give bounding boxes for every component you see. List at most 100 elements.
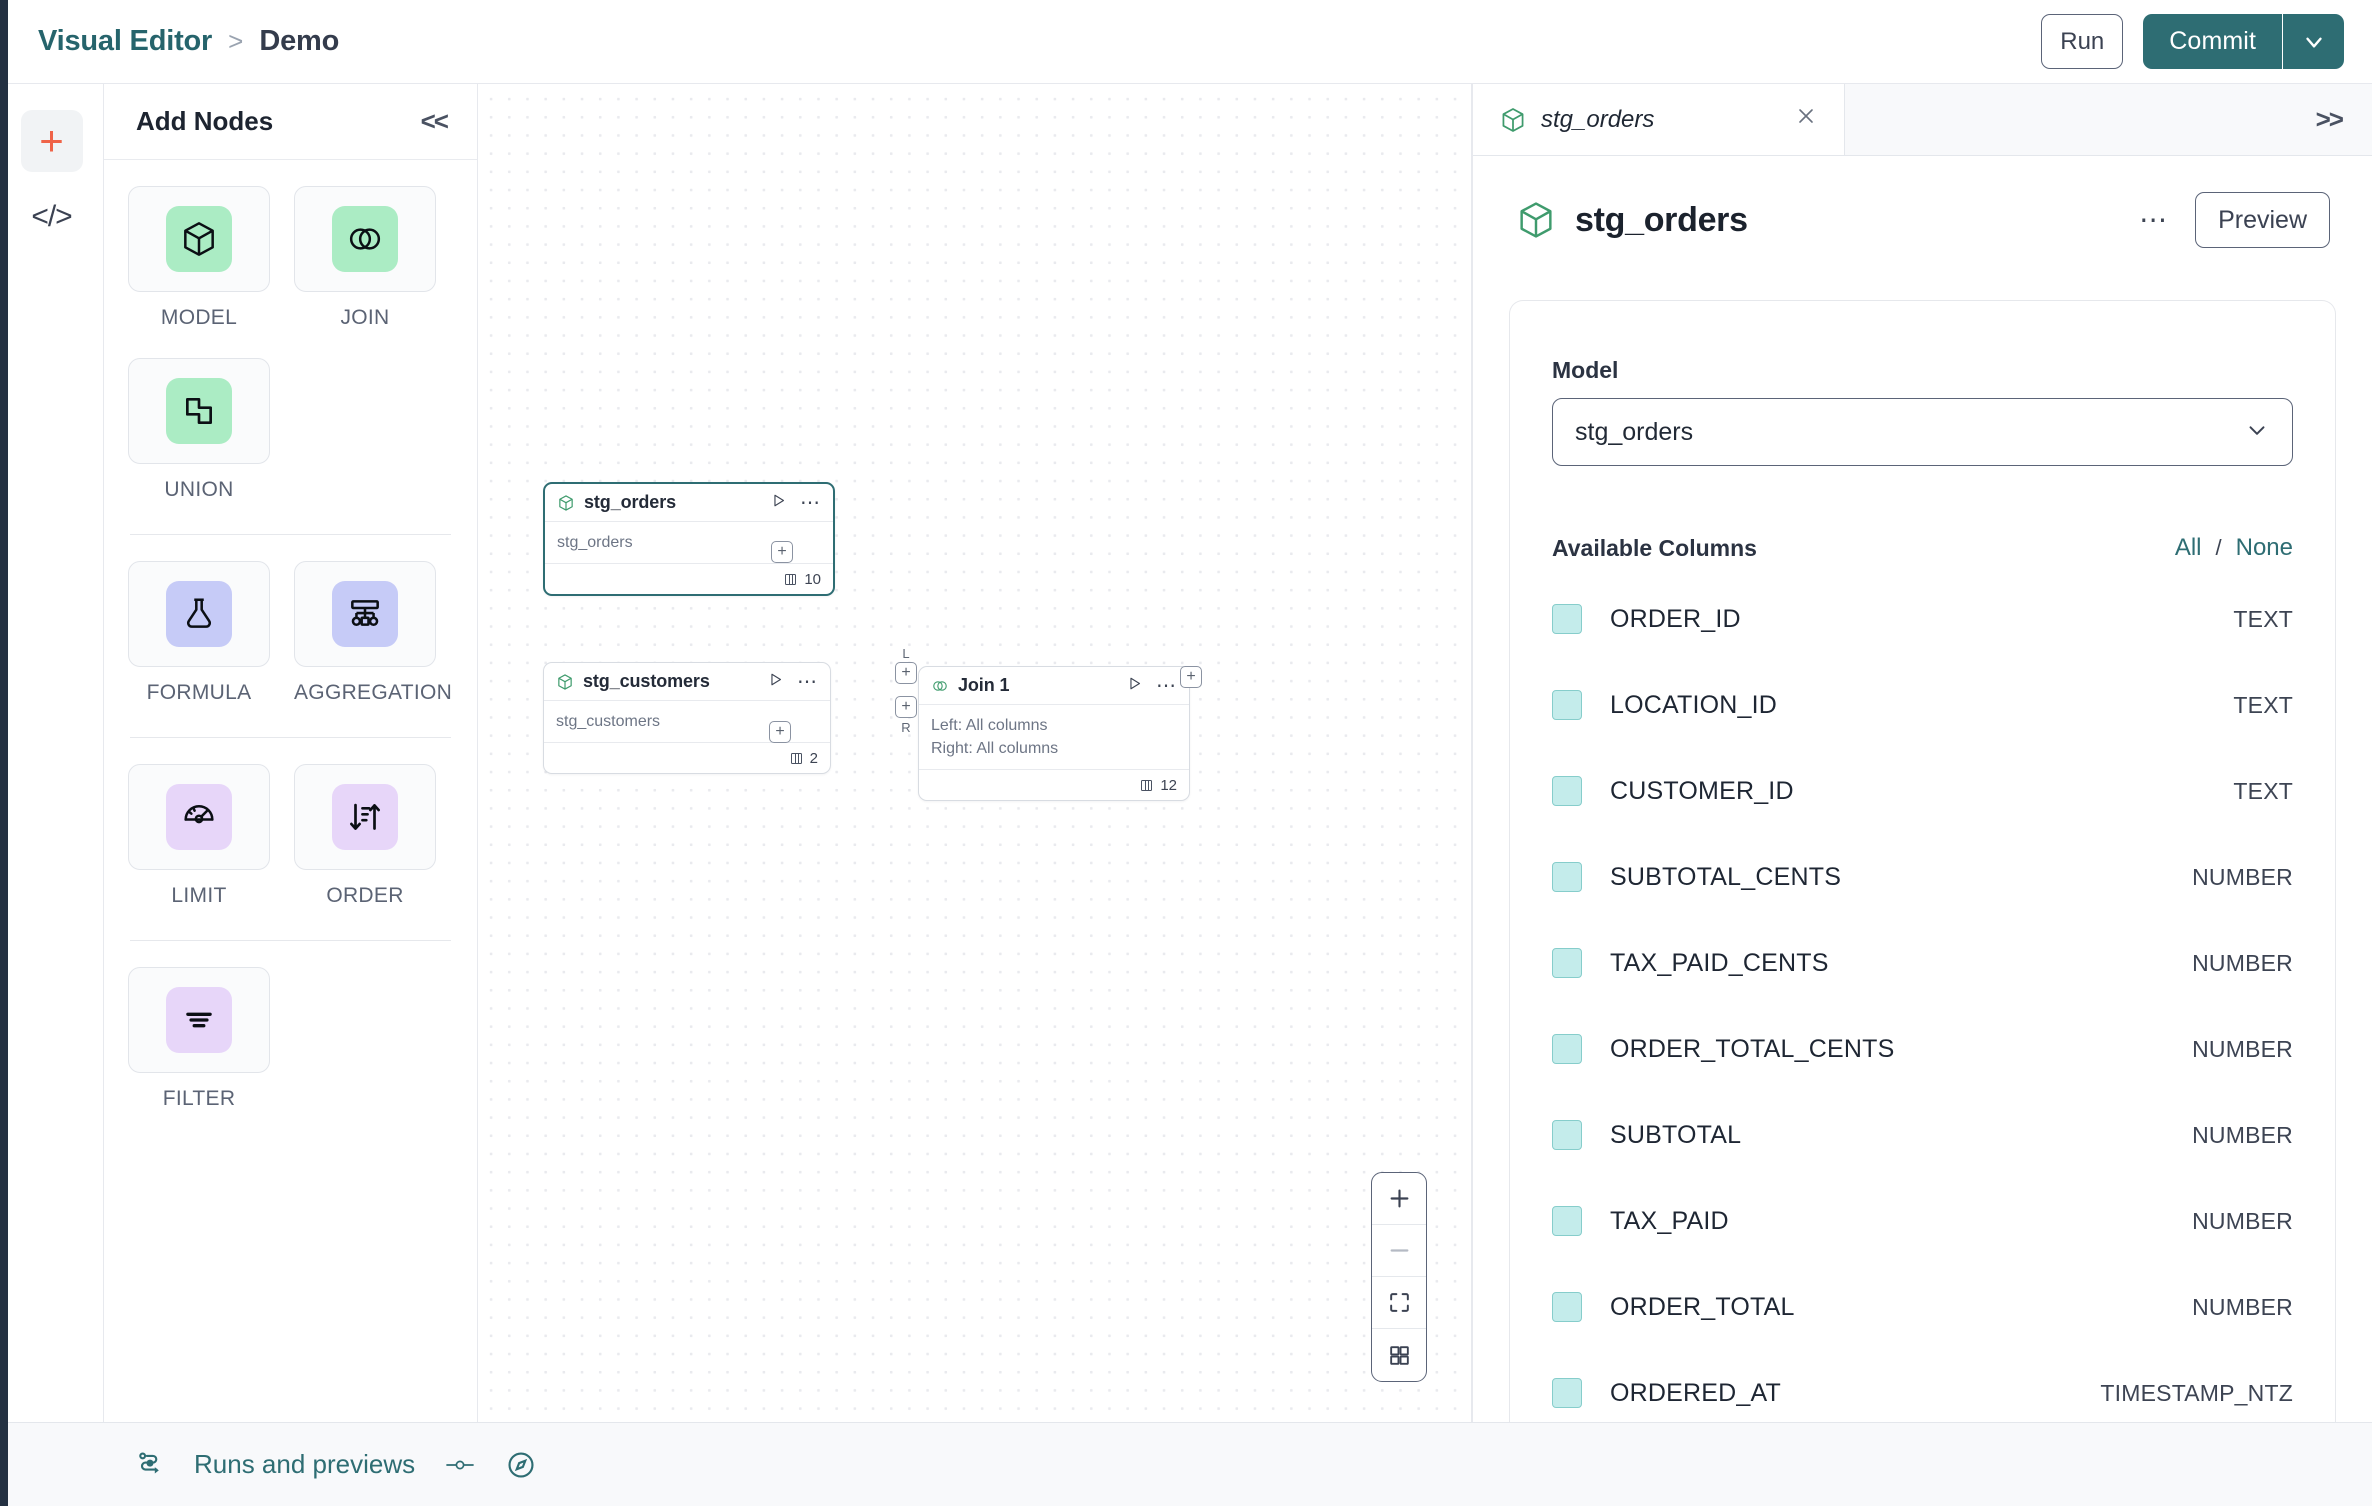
run-node-icon[interactable] — [1126, 675, 1143, 697]
left-icon-rail: + </> — [0, 84, 104, 1422]
close-icon[interactable] — [1794, 104, 1818, 135]
main-body: + </> Add Nodes << — [0, 84, 2372, 1422]
column-checkbox[interactable] — [1552, 604, 1582, 634]
column-checkbox[interactable] — [1552, 1120, 1582, 1150]
panel-menu-icon[interactable]: ⋯ — [2139, 204, 2170, 235]
fit-view-icon[interactable] — [1372, 1277, 1426, 1329]
code-view-rail-button[interactable]: </> — [21, 186, 83, 248]
column-checkbox[interactable] — [1552, 862, 1582, 892]
column-checkbox[interactable] — [1552, 1378, 1582, 1408]
palette-tile-limit[interactable] — [128, 764, 270, 870]
select-none-link[interactable]: None — [2235, 534, 2293, 561]
palette-tile-aggregation[interactable] — [294, 561, 436, 667]
node-menu-icon[interactable]: ⋯ — [797, 670, 818, 693]
canvas-node-stg-orders[interactable]: stg_orders ⋯ stg_orders 10 — [543, 482, 835, 597]
palette-tile-union[interactable] — [128, 358, 270, 464]
column-name: ORDER_TOTAL_CENTS — [1610, 1034, 1895, 1063]
panel-header: stg_orders ⋯ Preview — [1473, 156, 2372, 248]
sort-icon — [332, 784, 398, 850]
node-subtitle: stg_orders — [557, 534, 633, 551]
palette-tile-join[interactable] — [294, 186, 436, 292]
run-node-icon[interactable] — [767, 671, 784, 693]
column-checkbox[interactable] — [1552, 776, 1582, 806]
node-menu-icon[interactable]: ⋯ — [800, 491, 821, 514]
zoom-in-icon[interactable] — [1372, 1173, 1426, 1225]
join-output-handle[interactable]: + — [1180, 666, 1202, 688]
palette-item-formula[interactable]: FORMULA — [128, 561, 270, 705]
column-name: ORDERED_AT — [1610, 1378, 1782, 1407]
palette-label-join: JOIN — [340, 306, 390, 329]
run-node-icon[interactable] — [770, 492, 787, 514]
node-output-handle-stg-customers[interactable]: + — [769, 721, 791, 743]
flask-icon — [166, 581, 232, 647]
palette-tile-model[interactable] — [128, 186, 270, 292]
node-header-actions: ⋯ — [770, 492, 821, 514]
commit-dropdown-button[interactable] — [2282, 14, 2344, 69]
compass-icon[interactable] — [505, 1449, 537, 1481]
column-checkbox[interactable] — [1552, 948, 1582, 978]
palette-tile-filter[interactable] — [128, 967, 270, 1073]
zoom-out-icon[interactable] — [1372, 1225, 1426, 1277]
column-checkbox[interactable] — [1552, 1034, 1582, 1064]
expand-panel-icon[interactable]: >> — [2315, 104, 2344, 134]
tab-stg-orders[interactable]: stg_orders — [1473, 84, 1845, 155]
node-menu-icon[interactable]: ⋯ — [1156, 674, 1177, 697]
runs-and-previews-label[interactable]: Runs and previews — [194, 1449, 416, 1479]
column-checkbox[interactable] — [1552, 1292, 1582, 1322]
column-checkbox[interactable] — [1552, 1206, 1582, 1236]
preview-button[interactable]: Preview — [2195, 192, 2330, 248]
selection-separator: / — [2215, 535, 2222, 560]
palette-label-filter: FILTER — [162, 1087, 236, 1110]
node-header-actions: ⋯ — [1126, 675, 1177, 697]
column-checkbox[interactable] — [1552, 690, 1582, 720]
node-config-card: Model stg_orders Available Columns All /… — [1509, 300, 2336, 1422]
palette-item-join[interactable]: JOIN — [294, 186, 436, 330]
toggle-icon[interactable] — [443, 1451, 477, 1479]
node-output-handle-stg-orders[interactable]: + — [771, 541, 793, 563]
join-right-input-label: R — [901, 720, 911, 735]
palette-label-union: UNION — [164, 478, 234, 501]
join-right-input-handle[interactable]: + — [895, 696, 917, 718]
canvas-edges — [478, 84, 778, 234]
palette-item-filter[interactable]: FILTER — [128, 967, 270, 1111]
breadcrumb-current: Demo — [259, 25, 340, 57]
columns-icon — [785, 573, 797, 585]
mini-map-icon[interactable] — [1372, 1329, 1426, 1381]
model-select[interactable]: stg_orders — [1552, 398, 2293, 466]
join-left-input-handle[interactable]: + — [895, 662, 917, 684]
select-all-link[interactable]: All — [2174, 534, 2202, 561]
aggregation-icon — [332, 581, 398, 647]
cube-icon — [1502, 107, 1524, 132]
palette-item-union[interactable]: UNION — [128, 358, 270, 502]
commit-button[interactable]: Commit — [2143, 14, 2282, 69]
canvas-node-join-1[interactable]: Join 1 ⋯ Left: All columns Right: All co… — [918, 666, 1190, 802]
palette-tile-formula[interactable] — [128, 561, 270, 667]
palette-item-model[interactable]: MODEL — [128, 186, 270, 330]
canvas-node-stg-customers[interactable]: stg_customers ⋯ stg_customers 2 — [543, 662, 831, 775]
commit-button-group: Commit — [2143, 14, 2344, 69]
run-button[interactable]: Run — [2041, 14, 2124, 69]
palette-label-order: ORDER — [326, 884, 404, 907]
palette-divider-1 — [130, 534, 451, 535]
collapse-panel-icon[interactable]: << — [420, 106, 449, 136]
palette-item-limit[interactable]: LIMIT — [128, 764, 270, 908]
breadcrumb-separator: > — [228, 26, 244, 56]
palette-tile-order[interactable] — [294, 764, 436, 870]
breadcrumb-root-link[interactable]: Visual Editor — [38, 25, 213, 57]
palette-item-aggregation[interactable]: AGGREGATION — [294, 561, 452, 705]
flow-canvas[interactable]: stg_orders ⋯ stg_orders 10 + — [478, 84, 1472, 1422]
runs-flow-icon[interactable] — [134, 1449, 166, 1481]
palette-item-order[interactable]: ORDER — [294, 764, 436, 908]
add-node-rail-button[interactable]: + — [20, 110, 83, 172]
